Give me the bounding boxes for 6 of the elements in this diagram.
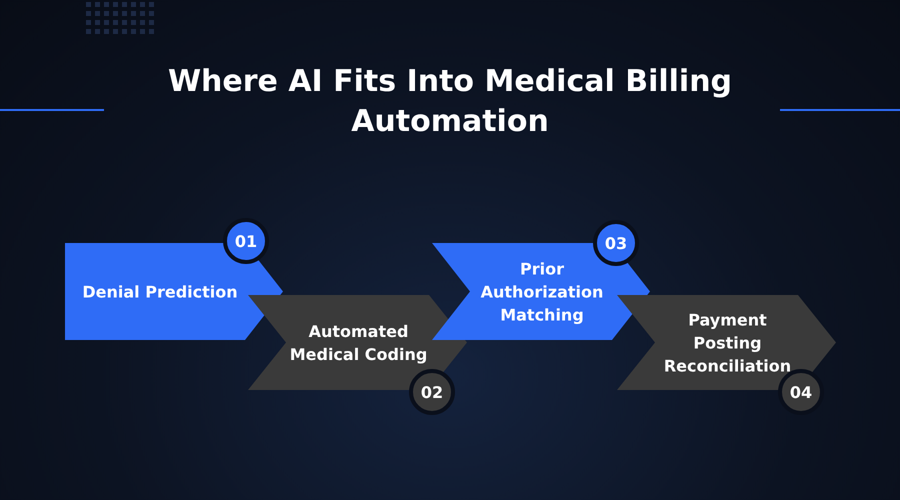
step-number-badge: 01	[223, 218, 269, 264]
step-number-badge: 02	[409, 369, 455, 415]
step-label: Automated Medical Coding	[288, 320, 428, 366]
title: Where AI Fits Into Medical Billing Automation	[166, 63, 734, 141]
step-number-badge: 03	[593, 220, 639, 266]
step-label: Denial Prediction	[81, 281, 239, 303]
